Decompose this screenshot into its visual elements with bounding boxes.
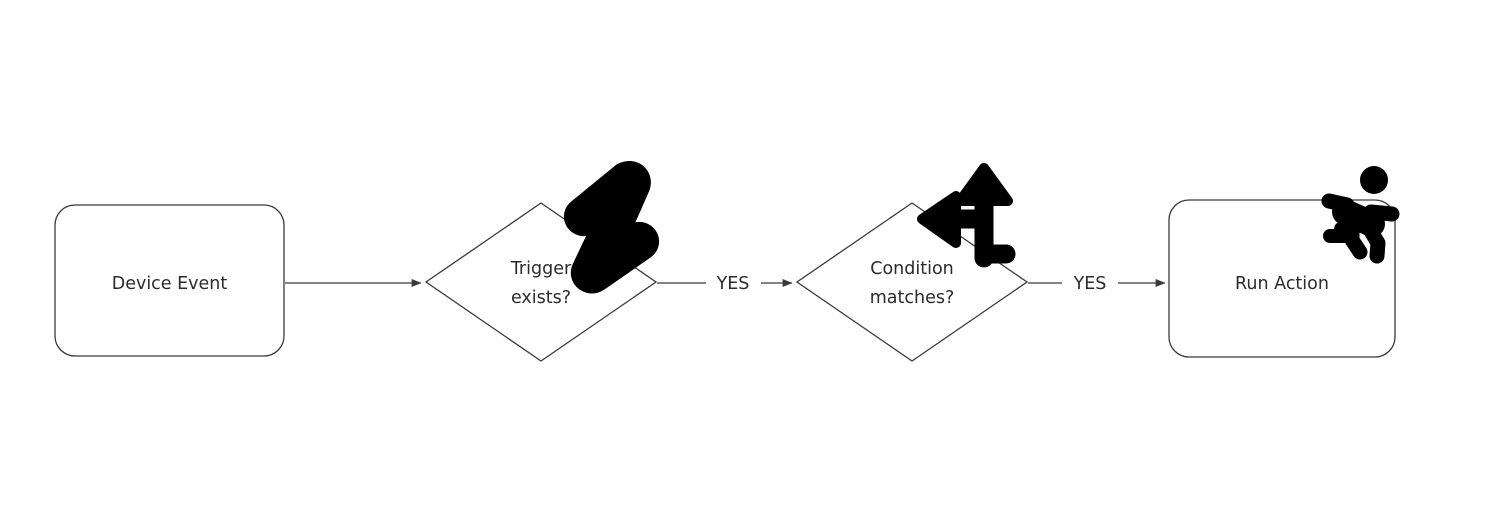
run-action-label: Run Action	[1235, 274, 1329, 294]
node-device-event[interactable]: Device Event	[54, 204, 285, 357]
edge-trigger-to-condition: YES	[657, 274, 793, 294]
branch-arrows-icon	[917, 163, 1016, 268]
edge-label-yes-1: YES	[716, 274, 750, 294]
condition-matches-label-line-1: Condition	[870, 259, 954, 279]
running-person-head	[1360, 166, 1388, 194]
edge-condition-to-run-action: YES	[1028, 274, 1166, 294]
condition-matches-label-line-2: matches?	[870, 288, 955, 308]
running-person-leg-front	[1360, 218, 1386, 264]
running-person-arm-front	[1363, 204, 1400, 222]
lightning-bolt-icon	[564, 161, 659, 294]
running-person-trailing-foot	[1323, 222, 1352, 243]
trigger-exists-label-line-2: exists?	[511, 288, 571, 308]
running-person-leg-back	[1344, 214, 1368, 260]
branch-left-arrowhead	[917, 191, 961, 248]
trigger-exists-label-line-1: Trigger	[510, 259, 572, 279]
branch-up-arrowhead	[955, 163, 1013, 206]
lightning-bolt-glyph	[564, 161, 659, 294]
edge-label-yes-2: YES	[1073, 274, 1107, 294]
running-person-icon	[1321, 166, 1400, 264]
device-event-label: Device Event	[112, 274, 228, 294]
running-person-arm-back	[1321, 193, 1355, 213]
device-event-box[interactable]	[54, 204, 285, 357]
